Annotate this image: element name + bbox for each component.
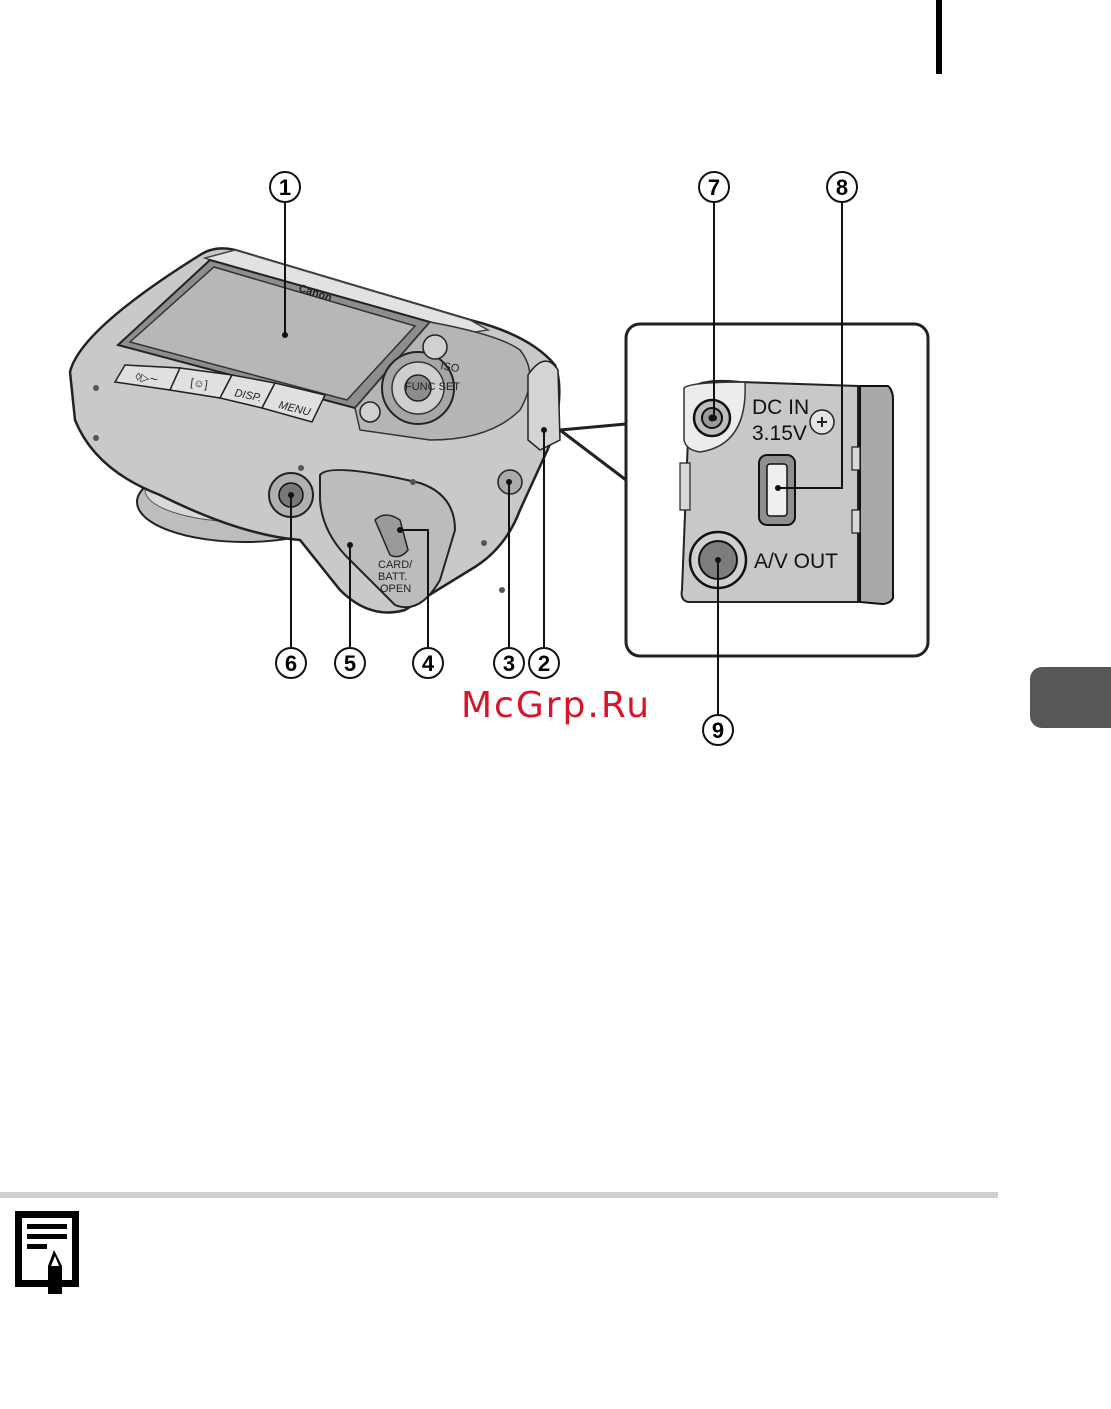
svg-text:3: 3 (503, 651, 515, 676)
memo-pencil-icon (14, 1210, 80, 1296)
svg-text:5: 5 (344, 651, 356, 676)
callout-4: 4 (413, 648, 443, 678)
page-edge-rule (936, 0, 942, 74)
func-set-button[interactable]: FUNC SET (405, 381, 460, 393)
callout-9: 9 (703, 715, 733, 745)
camera-body (70, 248, 560, 612)
callout-8: 8 (827, 172, 857, 202)
callout-1: 1 (270, 172, 300, 202)
battery-cover-label-1: CARD/ (378, 559, 413, 571)
callout-6: 6 (276, 648, 306, 678)
svg-text:6: 6 (285, 651, 297, 676)
callout-3: 3 (494, 648, 524, 678)
svg-text:4: 4 (422, 651, 435, 676)
section-divider (0, 1192, 998, 1198)
camera-diagram: Canon ◊▷∼ [☺] DISP. MENU ISO FUNC SET CA… (0, 150, 1111, 750)
face-select-button[interactable]: [☺] (190, 377, 209, 391)
battery-cover-label-3: OPEN (380, 583, 411, 595)
callout-5: 5 (335, 648, 365, 678)
callout-7: 7 (699, 172, 729, 202)
callout-2: 2 (529, 648, 559, 678)
battery-cover-label-2: BATT. (378, 571, 407, 583)
svg-text:1: 1 (279, 175, 291, 200)
svg-text:8: 8 (836, 175, 848, 200)
dc-in-label: DC IN (752, 396, 809, 419)
connector-panel (560, 324, 928, 656)
watermark: McGrp.Ru (461, 684, 671, 728)
svg-text:7: 7 (708, 175, 720, 200)
av-out-label: A/V OUT (754, 550, 838, 573)
svg-text:2: 2 (538, 651, 550, 676)
svg-text:9: 9 (712, 718, 724, 743)
dc-in-voltage-label: 3.15V (752, 422, 807, 445)
